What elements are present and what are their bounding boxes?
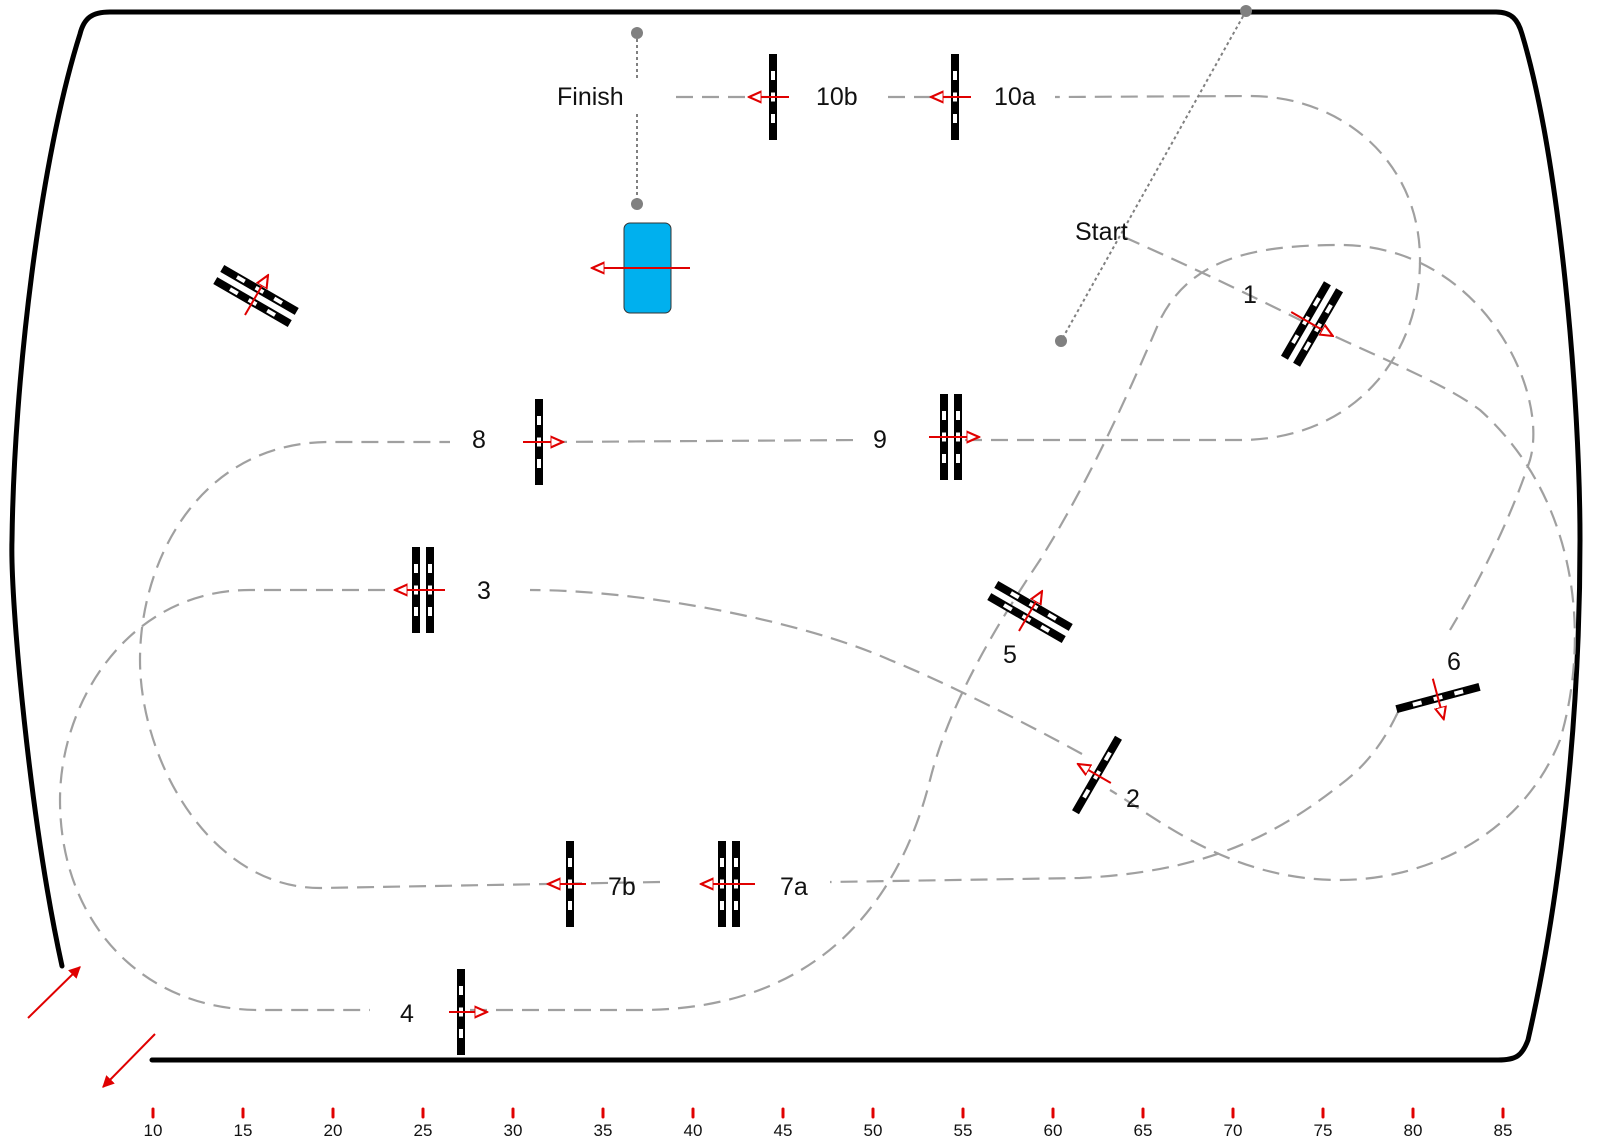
ruler-tick-label: 45 bbox=[774, 1121, 793, 1139]
distance-ruler: 10 15 20 25 30 35 40 45 50 55 60 65 70 75 80 85 bbox=[144, 1107, 1513, 1139]
gate-2-label: 2 bbox=[1126, 785, 1140, 813]
gate-10a-label: 10a bbox=[994, 83, 1036, 111]
ruler-tick-label: 40 bbox=[684, 1121, 703, 1139]
gate-10b bbox=[749, 54, 789, 140]
ruler-tick-label: 75 bbox=[1314, 1121, 1333, 1139]
gate-6-label: 6 bbox=[1447, 648, 1461, 676]
gate-2 bbox=[1072, 735, 1122, 815]
gate-5-label: 5 bbox=[1003, 641, 1017, 669]
start-line bbox=[1055, 5, 1252, 347]
ruler-tick-label: 20 bbox=[324, 1121, 343, 1139]
obstacle-block bbox=[592, 222, 690, 314]
start-post-bottom bbox=[1055, 335, 1067, 347]
ruler-tick-label: 70 bbox=[1224, 1121, 1243, 1139]
start-post-top bbox=[1240, 5, 1252, 17]
ruler-tick-label: 25 bbox=[414, 1121, 433, 1139]
ruler-tick-label: 30 bbox=[504, 1121, 523, 1139]
finish-post-bottom bbox=[631, 198, 643, 210]
gate-9 bbox=[929, 394, 979, 480]
entry-arrow bbox=[27, 966, 81, 1019]
ruler-tick-label: 80 bbox=[1404, 1121, 1423, 1139]
start-label: Start bbox=[1075, 218, 1128, 246]
ruler-tick-label: 10 bbox=[144, 1121, 163, 1139]
gate-3 bbox=[395, 547, 445, 633]
finish-post-top bbox=[631, 27, 643, 39]
ruler-tick-label: 85 bbox=[1494, 1121, 1513, 1139]
gate-3-label: 3 bbox=[477, 577, 491, 605]
gate-10a bbox=[931, 54, 971, 140]
gate-7a bbox=[701, 841, 755, 927]
gate-1 bbox=[1280, 281, 1344, 367]
gate-6 bbox=[1395, 678, 1481, 731]
gate-1-label: 1 bbox=[1243, 281, 1257, 309]
gate-8-label: 8 bbox=[472, 426, 486, 454]
ruler-tick-label: 50 bbox=[864, 1121, 883, 1139]
gate-8 bbox=[523, 399, 563, 485]
ruler-tick-label: 55 bbox=[954, 1121, 973, 1139]
finish-line bbox=[631, 27, 643, 210]
ruler-tick-label: 60 bbox=[1044, 1121, 1063, 1139]
gate-7b-label: 7b bbox=[608, 873, 636, 901]
ruler-tick-label: 35 bbox=[594, 1121, 613, 1139]
arena-boundary bbox=[9, 9, 1583, 1063]
gate-7b bbox=[548, 841, 586, 927]
course-path bbox=[58, 94, 1576, 1012]
gate-unnumbered bbox=[213, 264, 299, 328]
gate-5 bbox=[987, 580, 1073, 644]
finish-label: Finish bbox=[557, 83, 624, 111]
gate-10b-label: 10b bbox=[816, 83, 858, 111]
gate-4 bbox=[449, 969, 487, 1055]
ruler-tick-label: 65 bbox=[1134, 1121, 1153, 1139]
ruler-tick-label: 15 bbox=[234, 1121, 253, 1139]
gate-9-label: 9 bbox=[873, 426, 887, 454]
gate-4-label: 4 bbox=[400, 1000, 414, 1028]
exit-arrow bbox=[102, 1033, 156, 1088]
gate-7a-label: 7a bbox=[780, 873, 808, 901]
